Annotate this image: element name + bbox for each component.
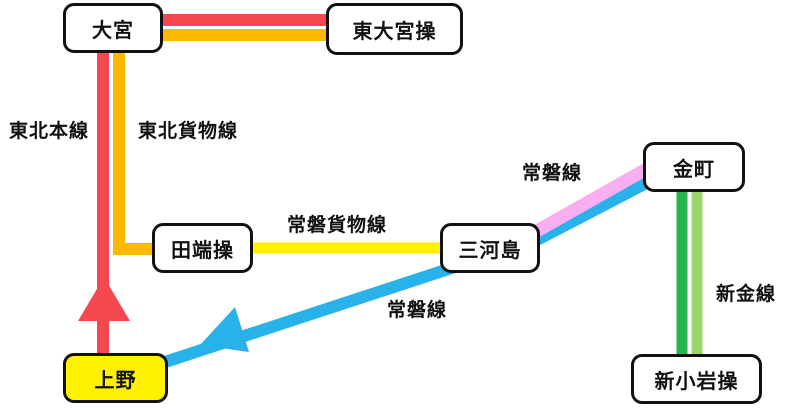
label-joban-freight-line: 常磐貨物線 (287, 215, 388, 236)
label-shinkin-line: 新金線 (716, 284, 777, 305)
joban-line-pink-path (524, 161, 654, 242)
station-shinkoiwa-so: 新小岩操 (631, 354, 762, 404)
station-ueno-highlighted: 上野 (63, 353, 168, 403)
label-tohoku-freight-line: 東北貨物線 (138, 121, 239, 142)
label-joban-line-lower: 常磐線 (387, 300, 448, 321)
station-omiya: 大宮 (63, 3, 163, 53)
station-mikawashima: 三河島 (440, 223, 540, 273)
tohoku-main-up-arrowhead (78, 277, 130, 321)
label-tohoku-main-line: 東北本線 (9, 121, 90, 142)
station-higashiomiya-so: 東大宮操 (326, 3, 463, 55)
label-joban-line-upper: 常磐線 (522, 163, 583, 184)
station-kanamachi: 金町 (643, 142, 745, 192)
joban-line-left-arrowhead (200, 307, 249, 352)
station-tabata-so: 田端操 (152, 223, 253, 273)
tohoku-freight-line-elbow-segment (113, 48, 158, 255)
